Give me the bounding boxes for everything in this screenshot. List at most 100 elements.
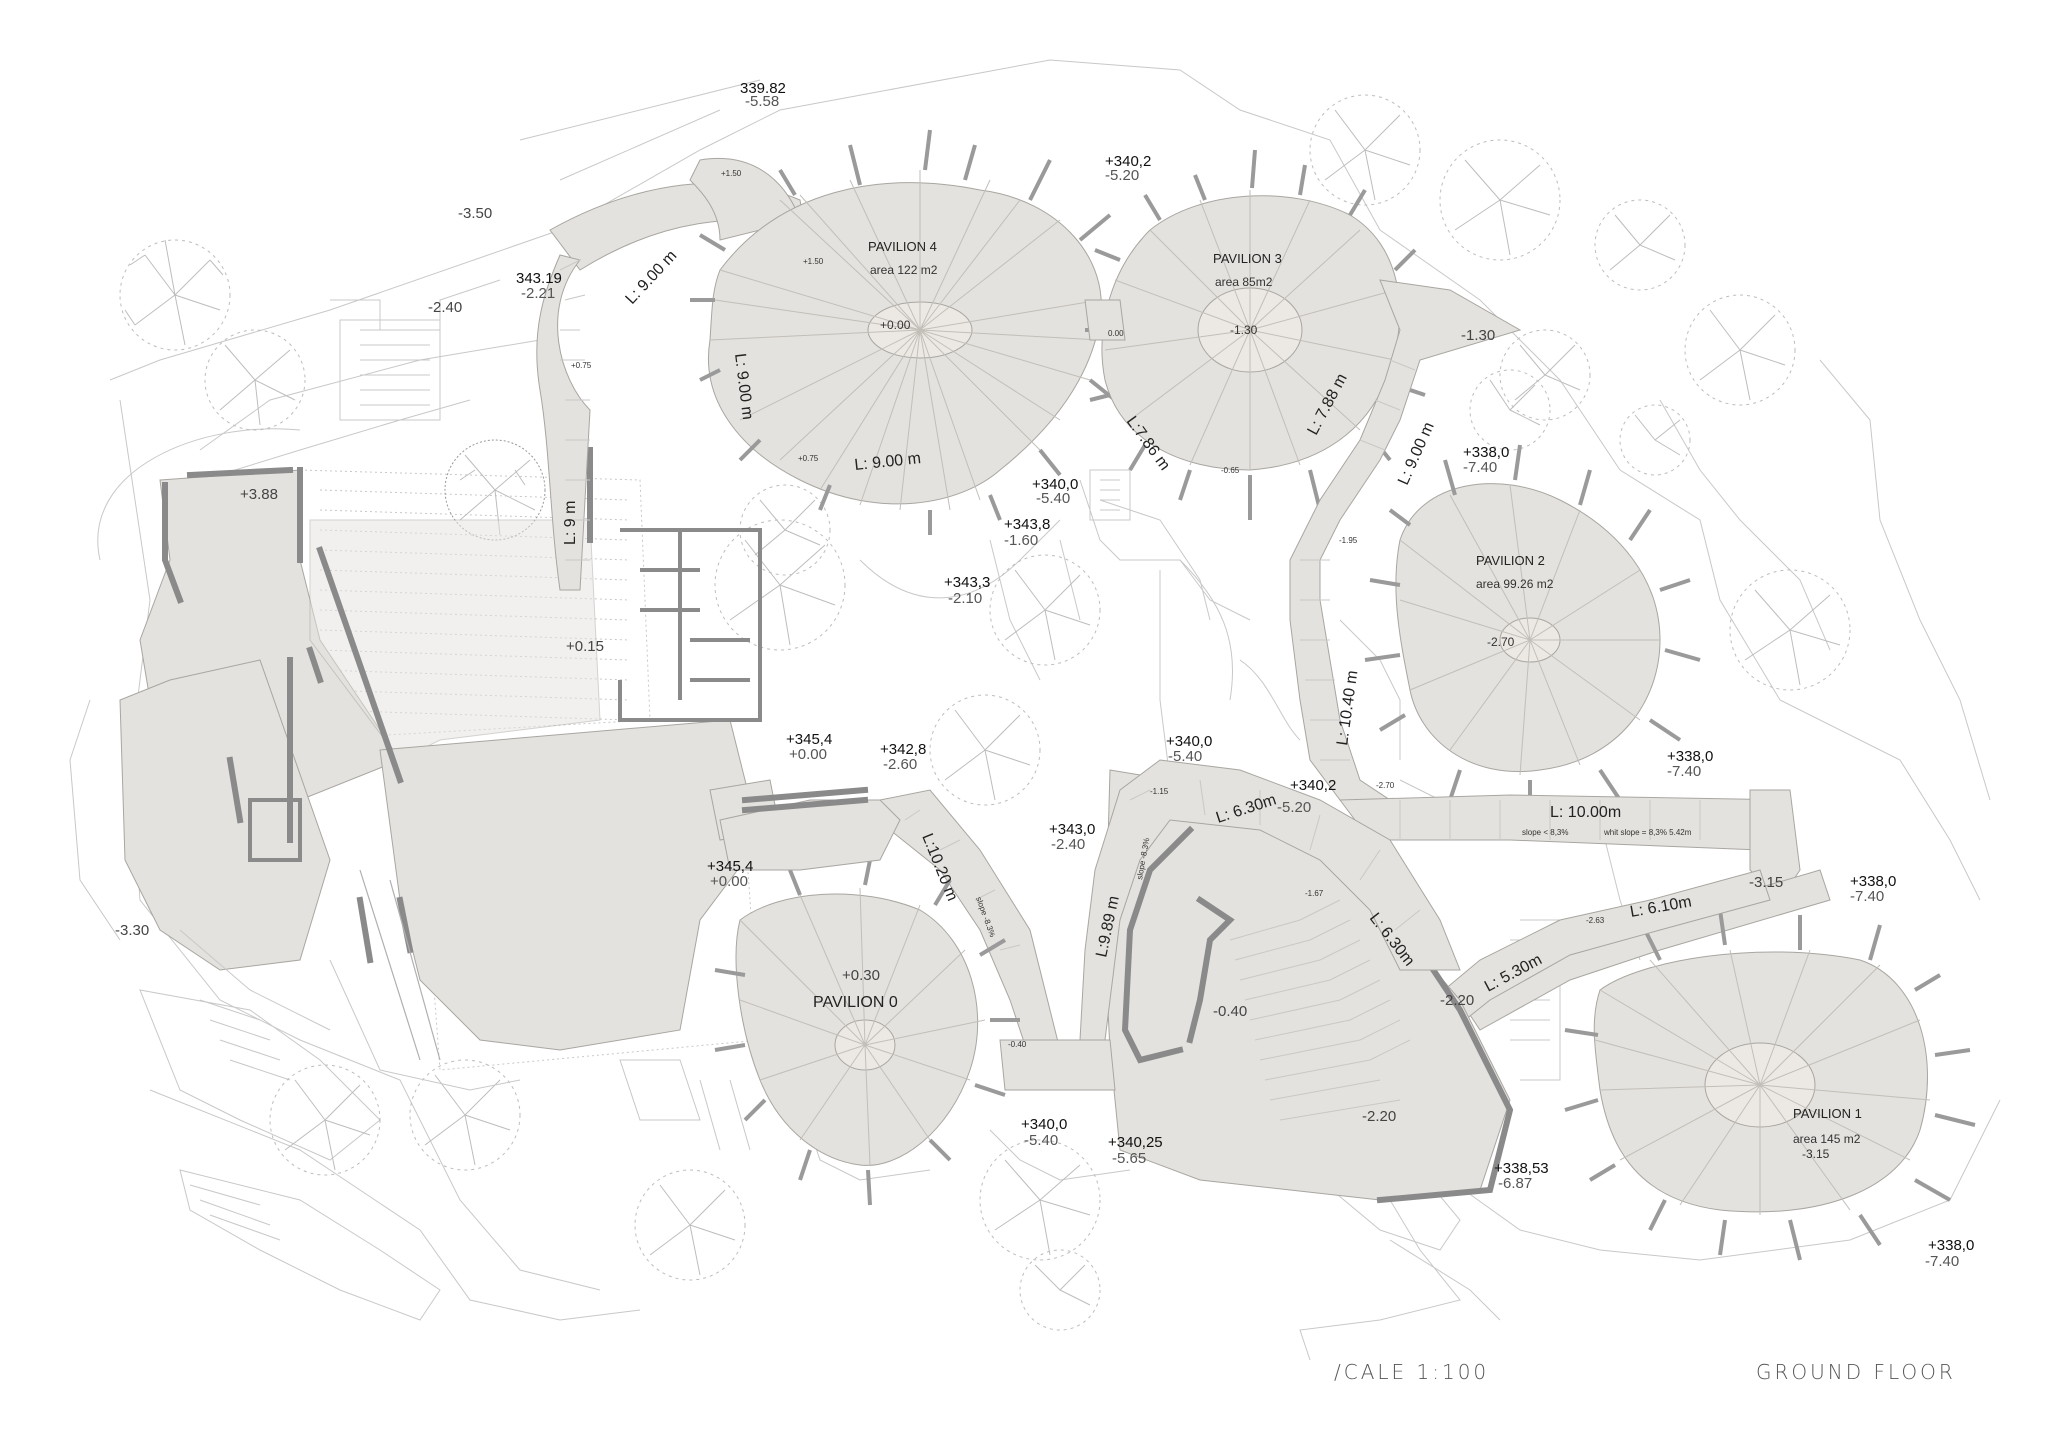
svg-text:-2.21: -2.21: [521, 285, 555, 302]
tree: [1594, 199, 1686, 291]
svg-text:-1.60: -1.60: [1004, 532, 1038, 549]
bridge-p4-p3: [1084, 299, 1126, 341]
svg-text:-5.20: -5.20: [1105, 167, 1139, 184]
pavilion-4-level: +0.00: [880, 318, 911, 332]
svg-text:+338,0: +338,0: [1850, 873, 1896, 890]
level-pair: +338,0-7.40: [1850, 873, 1896, 905]
south-east-ramp: [1339, 789, 1831, 1031]
east-ramp: [1289, 279, 1522, 821]
level-label: -3.30: [115, 922, 149, 939]
level-pair: +338,0-7.40: [1667, 748, 1713, 780]
tree: [1619, 404, 1691, 476]
tree: [714, 519, 846, 651]
level-label: -2.70: [1376, 781, 1395, 790]
svg-text:+340,25: +340,25: [1108, 1134, 1163, 1151]
svg-text:-2.10: -2.10: [948, 590, 982, 607]
pavilion-3-area: area 85m2: [1215, 275, 1273, 289]
svg-text:-5.20: -5.20: [1277, 799, 1311, 816]
ramp-label: L: 9.00 m: [854, 450, 922, 474]
level-pair: +340,25-5.65: [1108, 1134, 1163, 1167]
level-pair: 339.82-5.58: [740, 80, 786, 110]
svg-text:-5.40: -5.40: [1036, 490, 1070, 507]
level-label: -3.15: [1749, 874, 1783, 891]
level-pair: +345,4+0.00: [707, 858, 753, 890]
level-pair: +345,4+0.00: [786, 731, 832, 763]
pavilion-0-name: PAVILION 0: [813, 994, 898, 1011]
svg-text:+338,0: +338,0: [1928, 1237, 1974, 1254]
svg-text:-5.40: -5.40: [1024, 1132, 1058, 1149]
level-label: -0.40: [1008, 1040, 1027, 1049]
pavilion-2-name: PAVILION 2: [1476, 553, 1545, 568]
level-label: -2.20: [1440, 992, 1474, 1009]
svg-text:-5.65: -5.65: [1112, 1150, 1146, 1167]
pavilion-4: [690, 129, 1126, 535]
level-singles: -3.50 -2.40 +3.88 +0.15 -3.30 -1.30 -2.2…: [115, 169, 1783, 1125]
connector-ramp: [719, 796, 901, 871]
trees: [119, 94, 1851, 1331]
level-label: +1.50: [803, 257, 824, 266]
tree: [119, 239, 231, 351]
level-label: -2.20: [1362, 1108, 1396, 1125]
tree: [929, 694, 1041, 806]
svg-text:+343,0: +343,0: [1049, 821, 1095, 838]
pavilion-1: [1564, 909, 1976, 1261]
svg-text:-7.40: -7.40: [1850, 888, 1884, 905]
level-label: -0.40: [1213, 1003, 1247, 1020]
svg-text:-7.40: -7.40: [1925, 1253, 1959, 1270]
ramp-label: L: 9.00 m: [1395, 420, 1438, 488]
ramp-label: L: 9.00 m: [622, 247, 680, 307]
ramp-label: L: 10.40 m: [1334, 669, 1361, 746]
level-label: +0.75: [571, 361, 592, 370]
tree: [1729, 569, 1851, 691]
tree: [1439, 139, 1561, 261]
pavilion-0: [714, 859, 1020, 1206]
svg-text:-6.87: -6.87: [1498, 1175, 1532, 1192]
level-label: -3.50: [458, 205, 492, 222]
auditorium-seats: [1229, 899, 1411, 1121]
tree: [979, 1139, 1101, 1261]
level-label: -2.40: [428, 299, 462, 316]
level-label: -1.67: [1305, 889, 1324, 898]
pavilion-3-level: -1.30: [1230, 323, 1258, 337]
svg-text:+338,0: +338,0: [1667, 748, 1713, 765]
tree: [1019, 1249, 1101, 1331]
level-pair: +340,0-5.40: [1166, 733, 1212, 765]
level-pair: 343.19-2.21: [516, 270, 562, 302]
svg-text:+342,8: +342,8: [880, 741, 926, 758]
svg-text:-7.40: -7.40: [1463, 459, 1497, 476]
level-pair: +342,8-2.60: [880, 741, 926, 773]
svg-text:+340,0: +340,0: [1166, 733, 1212, 750]
drawing-title: GROUND FLOOR: [1756, 1360, 1956, 1384]
slope-label: slope < 8,3%: [1522, 828, 1568, 837]
level-label: +3.88: [240, 486, 278, 503]
pavilion-0-level: +0.30: [842, 967, 880, 984]
svg-text:+0.00: +0.00: [710, 873, 748, 890]
level-pairs: 339.82-5.58 +340,2-5.20 343.19-2.21 +340…: [516, 80, 1974, 1270]
level-label: -2.63: [1586, 916, 1605, 925]
tree: [409, 1059, 521, 1171]
pavilion-3: [1085, 149, 1431, 520]
pavilion-1-name: PAVILION 1: [1793, 1106, 1862, 1121]
tree: [1309, 94, 1421, 206]
level-label: +0.75: [798, 454, 819, 463]
svg-text:+343,8: +343,8: [1004, 516, 1050, 533]
level-label: -1.15: [1150, 787, 1169, 796]
level-pair: +343,3-2.10: [944, 574, 990, 607]
level-pair: +340,2-5.20: [1105, 153, 1151, 184]
level-pair: +343,8-1.60: [1004, 516, 1050, 549]
svg-text:-5.58: -5.58: [745, 93, 779, 110]
pavilion-1-area: area 145 m2: [1793, 1132, 1861, 1146]
svg-text:+340,2: +340,2: [1105, 153, 1151, 170]
tree: [269, 1064, 381, 1176]
svg-text:+343,3: +343,3: [944, 574, 990, 591]
pavilion-4-ribs: [709, 170, 1101, 511]
ramps-6-10-5-30: [1419, 869, 1771, 1041]
svg-text:-2.40: -2.40: [1051, 836, 1085, 853]
tree: [444, 439, 546, 541]
level-pair: +340,0-5.40: [1021, 1116, 1067, 1149]
tree: [1684, 294, 1796, 406]
tree: [989, 554, 1101, 666]
level-label: -0.65: [1221, 466, 1240, 475]
level-label: 0.00: [1108, 329, 1124, 338]
svg-text:-7.40: -7.40: [1667, 763, 1701, 780]
